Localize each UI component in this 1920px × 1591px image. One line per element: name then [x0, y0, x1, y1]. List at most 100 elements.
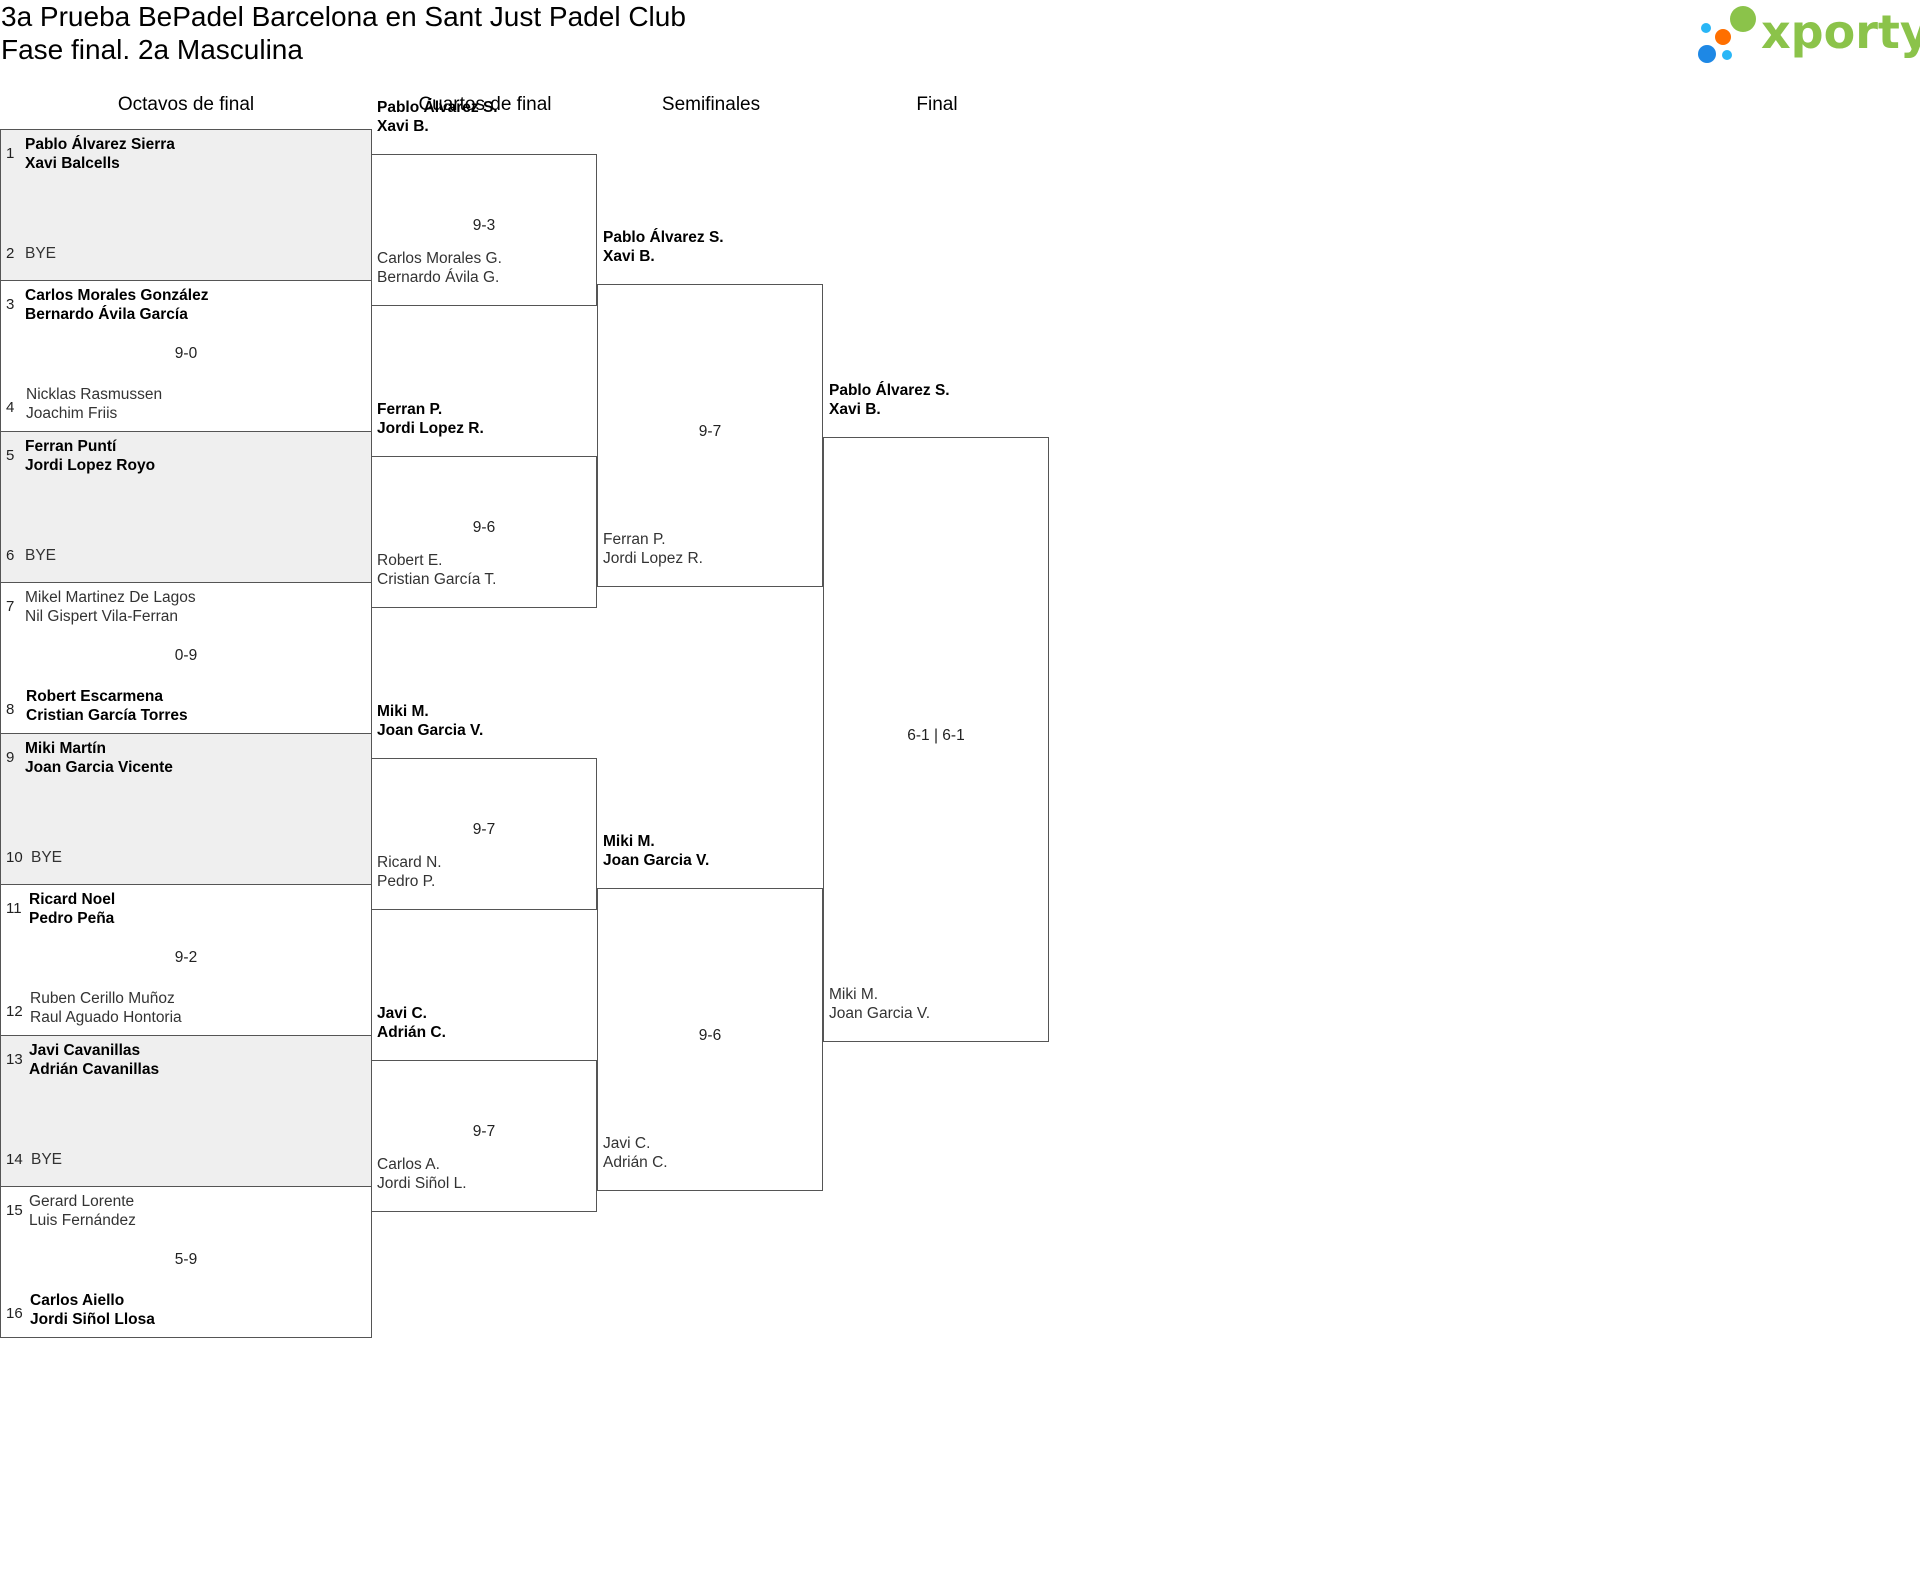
match-score: 0-9 [174, 647, 198, 664]
team-player-1: Pablo Álvarez Sierra [25, 136, 175, 153]
seed-number: 3 [6, 296, 15, 313]
team-player-2: Cristian García T. [377, 570, 497, 588]
seed-number: 15 [6, 1202, 23, 1219]
team-player-2: Xavi Balcells [25, 155, 120, 172]
team-player-1: Ferran Puntí [25, 438, 117, 455]
team-player-1: Ferran P. [603, 531, 666, 548]
seed-number: 6 [6, 547, 15, 564]
match-connector [371, 455, 597, 608]
team-player-2: Jordi Siñol Llosa [30, 1311, 155, 1328]
seed-number: 5 [6, 447, 15, 464]
match-connector [371, 757, 597, 910]
team-player-2: Jordi Siñol L. [377, 1174, 467, 1192]
team-player-2: Bernardo Ávila García [25, 306, 188, 323]
team-player-2: Pedro Peña [29, 910, 115, 927]
match-score: 6-1 | 6-1 [907, 727, 965, 744]
logo-dot-orange [1715, 29, 1731, 45]
team-player-2: Pedro P. [377, 872, 436, 890]
team-player-1: Ferran P. [377, 400, 443, 418]
match-score: 9-0 [174, 345, 198, 362]
match-score: 9-2 [174, 949, 198, 966]
seed-number: 11 [6, 900, 22, 917]
team-player-1: Javi C. [377, 1004, 427, 1022]
team-player-1: Robert E. [377, 551, 443, 569]
logo-dot-blue [1698, 45, 1716, 63]
team-player-1: Miki M. [603, 833, 655, 850]
round-label-qf: Cuartos de final [418, 94, 552, 115]
team-player-2: Adrián Cavanillas [29, 1061, 160, 1078]
match-connector [597, 888, 823, 1191]
team-player-2: Xavi B. [377, 117, 429, 135]
team-player-2: Adrián C. [377, 1023, 446, 1041]
seed-number: 16 [6, 1305, 23, 1322]
team-player-1: Mikel Martinez De Lagos [25, 589, 196, 606]
seed-number: 2 [6, 245, 15, 262]
bye-label: BYE [31, 849, 63, 866]
match-score: 5-9 [174, 1251, 198, 1268]
match-connector [823, 437, 1049, 1042]
team-player-2: Joan Garcia V. [603, 852, 710, 869]
match-box-r16 [0, 1186, 372, 1338]
team-player-2: Nil Gispert Vila-Ferran [25, 608, 179, 625]
team-player-1: Ruben Cerillo Muñoz [30, 990, 175, 1007]
match-box-r16 [0, 431, 372, 583]
team-player-1: Pablo Álvarez S. [603, 229, 724, 246]
logo-dot-green-small [1722, 50, 1732, 60]
team-player-2: Joan Garcia V. [829, 1005, 931, 1022]
team-player-1: Carlos Morales G. [377, 249, 502, 267]
team-player-1: Ricard Noel [29, 891, 116, 908]
team-player-2: Joachim Friis [26, 405, 118, 422]
team-player-2: Adrián C. [603, 1154, 668, 1171]
match-score: 9-3 [472, 217, 496, 234]
logo-dot-green [1730, 6, 1756, 32]
bye-label: BYE [25, 547, 57, 564]
team-player-2: Joan Garcia Vicente [25, 759, 173, 776]
team-player-1: Javi Cavanillas [29, 1042, 141, 1059]
team-player-1: Robert Escarmena [26, 688, 163, 705]
team-player-2: Jordi Lopez Royo [25, 457, 156, 474]
round-label-sf: Semifinales [661, 94, 761, 115]
team-player-1: Carlos Morales González [25, 287, 209, 304]
team-player-1: Pablo Álvarez S. [377, 98, 498, 116]
match-score: 9-6 [698, 1027, 722, 1044]
match-score: 9-7 [698, 423, 722, 440]
team-player-1: Miki M. [829, 986, 879, 1003]
page-title: 3a Prueba BePadel Barcelona en Sant Just… [1, 1, 686, 32]
team-player-1: Miki M. [377, 702, 429, 720]
match-score: 9-7 [472, 821, 496, 838]
team-player-2: Jordi Lopez R. [603, 550, 703, 567]
team-player-1: Javi C. [603, 1135, 651, 1152]
round-label-final: Final [916, 94, 958, 115]
team-player-2: Xavi B. [603, 248, 655, 265]
seed-number: 4 [6, 399, 15, 416]
match-connector [371, 1059, 597, 1212]
team-player-2: Bernardo Ávila G. [377, 268, 500, 286]
logo-text: xporty [1761, 5, 1920, 59]
seed-number: 14 [6, 1151, 23, 1168]
match-box-r16 [0, 733, 372, 885]
bye-label: BYE [25, 245, 57, 262]
team-player-1: Ricard N. [377, 853, 442, 871]
seed-number: 8 [6, 701, 15, 718]
xporty-logo: xporty [1698, 5, 1920, 63]
match-connector [597, 284, 823, 587]
logo-dot-lightblue [1701, 23, 1711, 33]
match-score: 9-6 [472, 519, 496, 536]
seed-number: 10 [6, 849, 23, 866]
team-player-1: Pablo Álvarez S. [829, 382, 950, 399]
seed-number: 12 [6, 1003, 23, 1020]
page-subtitle: Fase final. 2a Masculina [1, 34, 303, 65]
bye-label: BYE [31, 1151, 63, 1168]
seed-number: 7 [6, 598, 15, 615]
seed-number: 1 [6, 145, 15, 162]
team-player-2: Jordi Lopez R. [377, 419, 484, 437]
match-score: 9-7 [472, 1123, 496, 1140]
seed-number: 13 [6, 1051, 23, 1068]
seed-number: 9 [6, 749, 15, 766]
team-player-1: Nicklas Rasmussen [26, 386, 163, 403]
team-player-2: Raul Aguado Hontoria [30, 1009, 182, 1026]
team-player-2: Cristian García Torres [26, 707, 188, 724]
team-player-1: Carlos A. [377, 1155, 440, 1173]
match-connector [371, 153, 597, 306]
team-player-1: Carlos Aiello [30, 1292, 125, 1309]
